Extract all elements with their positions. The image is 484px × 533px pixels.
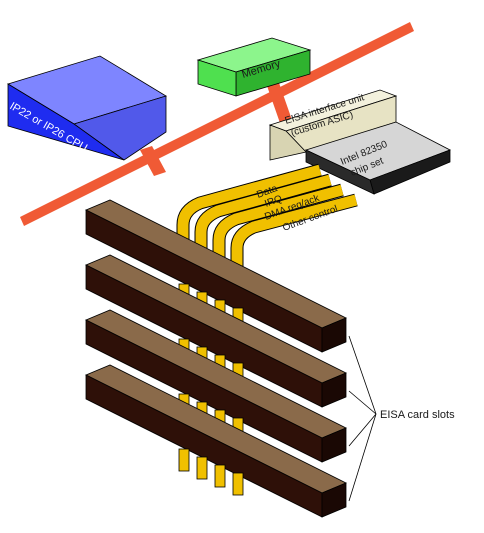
chipset-front <box>305 149 375 195</box>
callout-line-1 <box>348 335 377 415</box>
eisa-card-slots <box>85 199 347 518</box>
ribbon-dma <box>213 184 344 270</box>
ribbon-irq <box>195 174 332 262</box>
pins-row-4 <box>178 448 244 496</box>
pin-4-3 <box>214 464 226 488</box>
gio-bus-cpu-tap <box>140 146 166 176</box>
callout-line-2 <box>348 390 377 415</box>
eisa-slot-1 <box>85 199 347 353</box>
pin-4-2 <box>196 456 208 480</box>
card-slots-callout: EISA card slots <box>348 335 455 502</box>
gio-bus-bar <box>20 22 414 226</box>
cpu-front <box>7 83 125 161</box>
ribbon-other <box>231 194 358 278</box>
memory-block: Memory <box>196 37 312 97</box>
slot-2-end <box>321 372 347 408</box>
callout-line-3 <box>348 413 377 447</box>
intel-chipset: Intel 82350 chip set <box>304 121 451 195</box>
slot-3-end <box>321 427 347 463</box>
eisa-slot-4 <box>85 364 347 518</box>
slot-4-end <box>321 482 347 518</box>
memory-front <box>197 59 237 97</box>
ribbon-buses: Data IRQ DMA req/ack Other control <box>176 163 358 278</box>
pin-4-1 <box>178 448 190 472</box>
gio-bus-memory-tap <box>266 80 292 123</box>
gio-bus-label: GIO bus <box>192 148 234 178</box>
eisa-slot-3 <box>85 309 347 463</box>
card-slots-label: EISA card slots <box>380 409 455 421</box>
ribbon-data <box>177 164 322 254</box>
callout-line-4 <box>348 413 377 502</box>
eisa-slot-2 <box>85 254 347 408</box>
slot-1-end <box>321 317 347 353</box>
pin-4-4 <box>232 472 244 496</box>
cpu-block: IP22 or IP26 CPU <box>7 55 167 161</box>
